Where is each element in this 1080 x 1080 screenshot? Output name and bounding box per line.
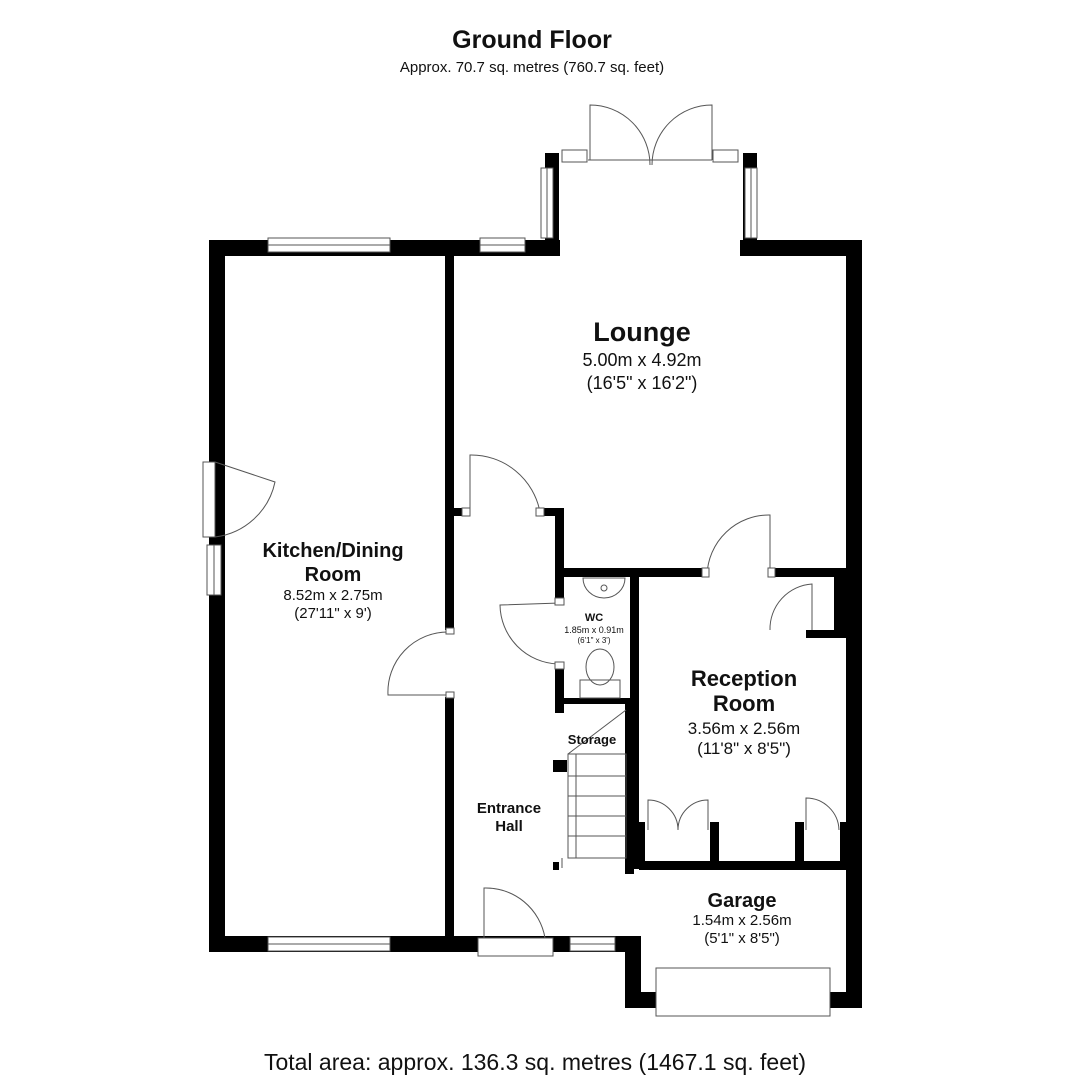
front-door	[483, 887, 546, 939]
hall-wc-wall	[555, 508, 564, 604]
wardrobe-divider-right	[795, 822, 804, 862]
wc-cistern-icon	[579, 679, 621, 699]
kitchen-name-line1: Kitchen/Dining	[262, 540, 403, 562]
cupboard-wall-v	[834, 577, 846, 637]
wardrobe-post-right	[840, 822, 846, 862]
label-hall: Entrance Hall	[477, 800, 541, 835]
reception-metric: 3.56m x 2.56m	[688, 719, 800, 738]
cupboard-wall-h	[806, 630, 846, 638]
wardrobe-door-right	[805, 797, 840, 831]
hall-front-wall	[553, 862, 559, 870]
wc-metric: 1.85m x 0.91m	[564, 625, 624, 635]
storage-name: Storage	[568, 732, 616, 747]
label-kitchen: Kitchen/Dining Room 8.52m x 2.75m (27'11…	[262, 540, 403, 622]
kitchen-west-wall	[209, 240, 225, 952]
garage-south-wall-right	[830, 992, 862, 1008]
kitchen-imperial: (27'11" x 9')	[294, 605, 371, 622]
label-storage: Storage	[568, 732, 616, 747]
wc-name: WC	[585, 612, 603, 624]
french-door-left	[589, 104, 651, 166]
wc-east-wall	[630, 577, 639, 869]
kitchen-east-wall-upper	[445, 256, 454, 630]
lounge-south-wall-mid	[540, 508, 560, 516]
reception-imperial: (11'8" x 8'5")	[697, 739, 791, 758]
lounge-metric: 5.00m x 4.92m	[582, 350, 701, 370]
kitchen-side-door	[214, 461, 276, 538]
hall-name-line2: Hall	[495, 818, 523, 835]
label-garage: Garage 1.54m x 2.56m (5'1" x 8'5")	[692, 890, 791, 947]
lounge-south-wall-right	[555, 568, 705, 577]
lounge-south-wall-left	[454, 508, 464, 516]
garage-metric: 1.54m x 2.56m	[692, 912, 791, 929]
kitchen-name-line2: Room	[305, 564, 362, 586]
wardrobe-post-left	[639, 822, 645, 862]
garage-door	[655, 967, 831, 1017]
garage-name: Garage	[708, 890, 777, 912]
bay-window-left-corner	[561, 149, 588, 163]
east-wall	[846, 240, 862, 1008]
garage-south-wall-left	[625, 992, 657, 1008]
north-wall-east	[740, 240, 862, 256]
kitchen-side-door-frame	[202, 461, 216, 538]
wardrobe-door-left-b	[677, 799, 709, 831]
total-area: Total area: approx. 136.3 sq. metres (14…	[264, 1049, 806, 1075]
reception-south-wall	[639, 861, 846, 870]
lounge-imperial: (16'5" x 16'2")	[587, 373, 698, 393]
hall-lounge-door	[469, 454, 541, 515]
reception-name-line1: Reception	[691, 666, 797, 691]
reception-lounge-door	[706, 514, 771, 576]
wc-south-wall	[555, 698, 630, 704]
front-door-frame	[477, 937, 554, 957]
kitchen-east-wall-lower	[445, 697, 454, 937]
windows	[206, 149, 758, 952]
staircase	[561, 709, 627, 868]
garage-west-wall	[625, 936, 641, 1008]
floor-area-subtitle: Approx. 70.7 sq. metres (760.7 sq. feet)	[400, 59, 664, 76]
label-wc: WC 1.85m x 0.91m (6'1" x 3')	[564, 612, 624, 645]
wc-door	[499, 602, 561, 665]
wardrobe-divider-left	[710, 822, 719, 862]
interior-walls	[445, 256, 846, 937]
wc-imperial: (6'1" x 3')	[577, 636, 610, 645]
doors	[202, 104, 840, 1017]
label-reception: Reception Room 3.56m x 2.56m (11'8" x 8'…	[688, 666, 800, 758]
kitchen-metric: 8.52m x 2.75m	[283, 587, 382, 604]
hall-name-line1: Entrance	[477, 800, 541, 817]
wc-west-wall-lower	[555, 665, 564, 713]
lounge-name: Lounge	[593, 317, 690, 347]
lounge-south-wall-east	[775, 568, 846, 577]
cupboard-door	[769, 583, 813, 631]
label-lounge: Lounge 5.00m x 4.92m (16'5" x 16'2")	[582, 317, 701, 393]
wc-basin-icon	[582, 577, 626, 599]
garage-imperial: (5'1" x 8'5")	[704, 930, 780, 947]
french-door-right	[651, 104, 713, 166]
storage-wall	[625, 704, 634, 874]
floor-title: Ground Floor	[452, 26, 612, 54]
reception-name-line2: Room	[713, 691, 775, 716]
bay-window-right-corner	[712, 149, 739, 163]
wardrobe-door-left-a	[647, 799, 679, 831]
wc-toilet-icon	[585, 648, 615, 686]
fixtures	[561, 577, 627, 868]
kitchen-hall-door	[387, 631, 449, 696]
stair-post	[553, 760, 567, 772]
